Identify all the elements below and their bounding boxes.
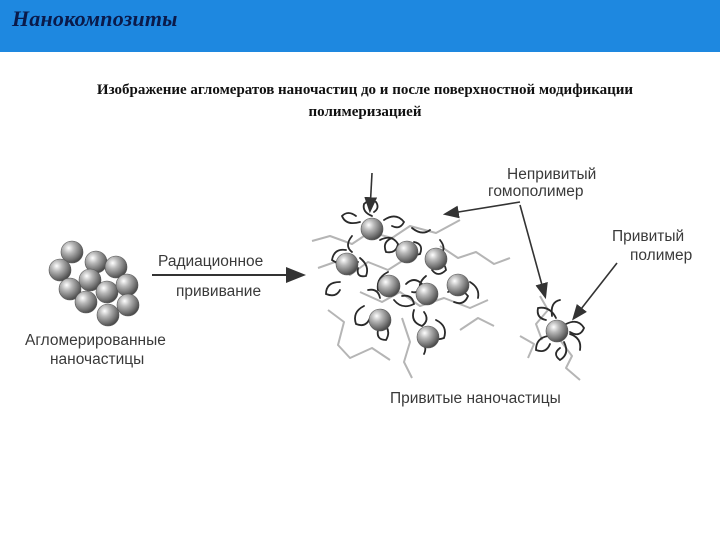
agglomerated-label-line-2: наночастицы (50, 351, 144, 369)
header-bar: Нанокомпозиты (0, 0, 720, 52)
subtitle-line-1: Изображение агломератов наночастиц до и … (20, 79, 710, 101)
process-label-line-2: прививание (176, 283, 261, 301)
grafted-label-line-1: Привитый (612, 228, 684, 246)
nanoparticle-diagram (0, 140, 720, 420)
grafted-cluster-particles (336, 218, 469, 348)
agglomerated-label-line-1: Агломерированные (25, 332, 166, 350)
ungrafted-label-line-1: Непривитый (507, 166, 596, 184)
grafted-label-line-2: полимер (630, 247, 692, 265)
slide-title: Нанокомпозиты (12, 6, 178, 32)
ungrafted-homopolymer (312, 220, 580, 380)
agglomerated-nanoparticles (49, 241, 139, 326)
grafted-nanoparticles-label: Привитые наночастицы (390, 390, 561, 408)
slide-subtitle: Изображение агломератов наночастиц до и … (20, 79, 710, 123)
subtitle-line-2: полимеризацией (20, 101, 710, 123)
single-grafted-particle (536, 300, 584, 360)
process-label-line-1: Радиационное (158, 253, 263, 271)
ungrafted-label-line-2: гомополимер (488, 183, 583, 201)
